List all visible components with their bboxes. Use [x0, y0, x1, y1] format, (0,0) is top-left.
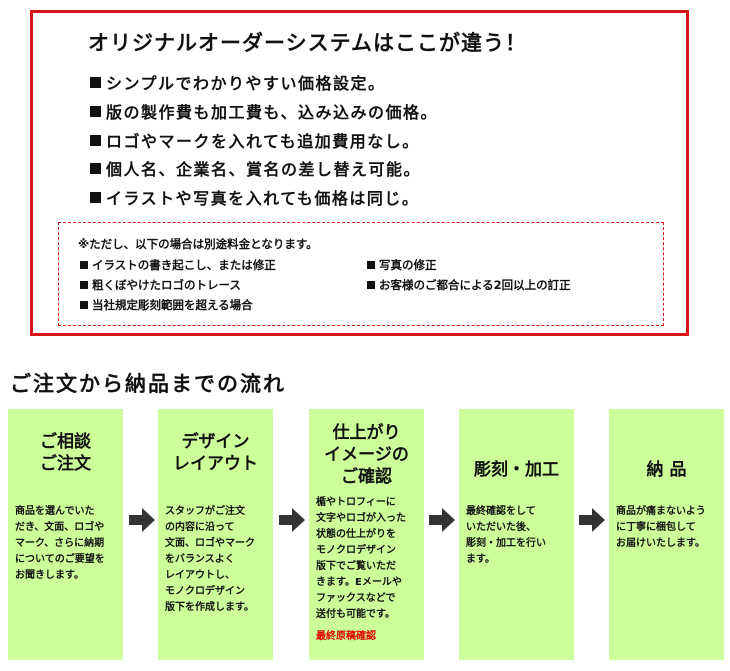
step-title: 彫刻・加工 [474, 460, 559, 480]
feature-item: シンプルでわかりやすい価格設定。 [90, 70, 386, 94]
flow-step-design-layout: デザイン レイアウト スタッフがご注文 の内容に沿って 文面、ロゴやマーク をバ… [158, 409, 273, 660]
note-item: 当社規定彫刻範囲を超える場合 [80, 297, 253, 313]
square-bullet-icon [90, 163, 101, 174]
square-bullet-icon [367, 261, 375, 269]
step-description: 商品を選んでいた だき、文面、ロゴや マーク、さらに納期 についてのご要望を お… [15, 506, 105, 581]
features-box [30, 10, 689, 336]
step-title: 仕上がり イメージの ご確認 [324, 423, 409, 487]
square-bullet-icon [90, 192, 101, 203]
flow-step-proof-check: 仕上がり イメージの ご確認 楯やトロフィーに 文字やロゴが入った 状態の仕上が… [309, 409, 424, 660]
right-arrow-icon [279, 508, 305, 532]
feature-item: 個人名、企業名、賞名の差し替え可能。 [90, 156, 421, 180]
flow-title: ご注文から納品までの流れ [10, 372, 286, 396]
right-arrow-icon [429, 508, 455, 532]
step-description: 商品が痛まないよう に丁寧に梱包して お届けいたします。 [616, 506, 706, 549]
note-item: 粗くぼやけたロゴのトレース [80, 277, 241, 293]
square-bullet-icon [80, 281, 88, 289]
feature-item: ロゴやマークを入れても追加費用なし。 [90, 128, 420, 152]
square-bullet-icon [80, 301, 88, 309]
note-intro: ※ただし、以下の場合は別途料金となります。 [78, 237, 318, 251]
square-bullet-icon [90, 135, 101, 146]
right-arrow-icon [579, 508, 605, 532]
square-bullet-icon [90, 106, 101, 117]
flow-step-consultation: ご相談 ご注文 商品を選んでいた だき、文面、ロゴや マーク、さらに納期 につい… [8, 409, 123, 660]
step-title: ご相談 ご注文 [40, 432, 91, 474]
right-arrow-icon [129, 508, 155, 532]
square-bullet-icon [90, 77, 101, 88]
step-title: デザイン レイアウト [173, 432, 258, 474]
step-description: 楯やトロフィーに 文字やロゴが入った 状態の仕上がりを モノクロデザイン 版下で… [316, 497, 406, 620]
square-bullet-icon [367, 281, 375, 289]
flow-step-engraving: 彫刻・加工 最終確認をして いただいた後、 彫刻・加工を行い ます。 [459, 409, 574, 660]
note-item: イラストの書き起こし、または修正 [80, 257, 276, 273]
extra-charge-note-box [58, 222, 664, 326]
final-proof-label: 最終原稿確認 [316, 631, 376, 642]
square-bullet-icon [80, 261, 88, 269]
step-description: スタッフがご注文 の内容に沿って 文面、ロゴやマーク をバランスよく レイアウト… [165, 506, 255, 613]
feature-item: イラストや写真を入れても価格は同じ。 [90, 185, 419, 209]
step-description: 最終確認をして いただいた後、 彫刻・加工を行い ます。 [466, 506, 546, 565]
features-headline: オリジナルオーダーシステムはここが違う！ [88, 31, 527, 55]
note-item: お客様のご都合による2回以上の訂正 [367, 277, 571, 293]
flow-step-delivery: 納 品 商品が痛まないよう に丁寧に梱包して お届けいたします。 [609, 409, 724, 660]
feature-item: 版の製作費も加工費も、込み込みの価格。 [90, 99, 438, 123]
note-item: 写真の修正 [367, 257, 437, 273]
step-title: 納 品 [646, 460, 687, 480]
